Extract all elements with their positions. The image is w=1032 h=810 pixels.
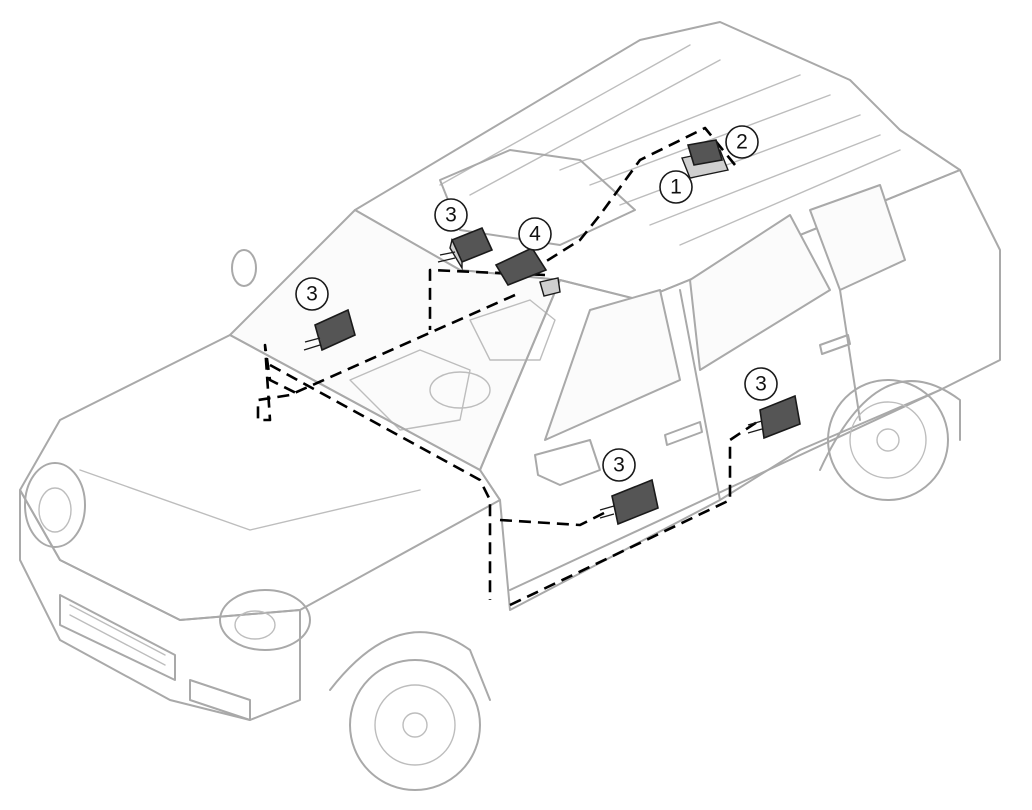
module-3-front-door: [599, 478, 659, 526]
roof-rail-2: [469, 59, 721, 196]
front-door-window: [544, 289, 681, 441]
module-4: [494, 246, 561, 297]
callout-1: 1: [659, 170, 693, 204]
sunroof: [439, 149, 636, 246]
wire-sill: [509, 418, 761, 607]
rear-door-handle: [819, 334, 851, 355]
front-wheel-hub: [402, 712, 428, 738]
roof-rib-1: [559, 74, 801, 171]
module-3-dash: [303, 308, 356, 352]
callout-2-label: 2: [736, 131, 748, 154]
front-door-handle: [664, 421, 703, 446]
wire-dash-front: [256, 293, 516, 422]
sill-line: [509, 389, 941, 591]
callout-1-label: 1: [670, 176, 682, 199]
wire-a-pillar: [269, 363, 492, 600]
headlight-right: [219, 589, 311, 651]
front-wheel-rim: [374, 684, 456, 766]
steering-wheel: [429, 371, 491, 409]
module-3-roof-console: [437, 226, 494, 271]
callout-3-front-door: 3: [602, 448, 636, 482]
roof-rib-5: [679, 149, 901, 246]
roof-rib-4: [649, 134, 881, 226]
front-wheel-arch: [329, 631, 491, 701]
headlight-right-inner: [234, 610, 276, 640]
wire-front-door: [499, 508, 611, 527]
callout-3-dash-label: 3: [306, 283, 318, 306]
mirror-left: [231, 249, 257, 287]
module-2: [681, 139, 729, 179]
headlight-left: [24, 462, 86, 548]
rear-door-window: [689, 214, 831, 371]
rear-wheel-arch: [819, 380, 961, 471]
rear-wheel: [827, 379, 949, 501]
lower-grille: [189, 679, 251, 721]
roof-rib-2: [589, 94, 831, 186]
callout-2: 2: [725, 125, 759, 159]
front-door-line: [679, 289, 721, 501]
callout-4: 4: [518, 217, 552, 251]
grille-mesh-1: [69, 604, 166, 656]
side-body: [479, 169, 1001, 611]
callout-4-label: 4: [529, 223, 541, 246]
windshield: [229, 209, 561, 471]
mirror-right: [534, 439, 601, 486]
callout-3-front-door-label: 3: [613, 454, 625, 477]
headlight-left-inner: [38, 487, 72, 533]
rear-door-line: [839, 289, 861, 421]
hood-crease: [79, 469, 421, 531]
front-wheel: [349, 659, 481, 791]
callout-3-rear-door-label: 3: [755, 373, 767, 396]
quarter-window: [809, 184, 906, 291]
module-3-rear-door: [747, 394, 801, 440]
rear-wheel-hub: [876, 428, 900, 452]
interior-seat-rear: [469, 299, 556, 361]
front-bumper: [19, 489, 301, 721]
wire-roof: [544, 126, 737, 264]
grille-mesh-2: [69, 614, 166, 666]
car-outline: [19, 21, 1001, 791]
grille: [59, 594, 176, 681]
callout-3-rear-door: 3: [744, 367, 778, 401]
callout-3-dash: 3: [295, 277, 329, 311]
callout-3-roof-label: 3: [445, 204, 457, 227]
callout-3-roof: 3: [434, 198, 468, 232]
rear-wheel-rim: [849, 401, 927, 479]
